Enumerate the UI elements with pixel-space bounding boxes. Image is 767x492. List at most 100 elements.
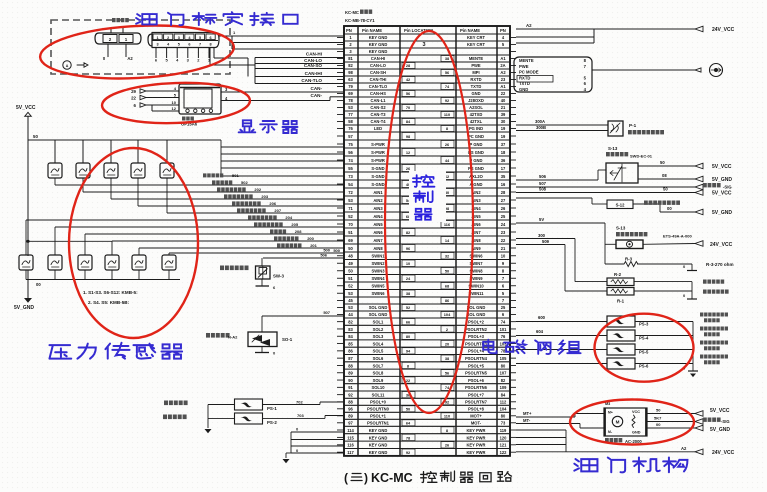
svg-text:PSOL+8: PSOL+8 [468,407,485,412]
svg-text:101: 101 [500,327,508,332]
svg-text:SWIN6: SWIN6 [372,291,386,296]
svg-text:KEY GND: KEY GND [369,42,388,47]
svg-text:AIN9: AIN9 [471,246,481,251]
svg-text:38: 38 [406,291,411,296]
svg-text:PSOLRTN7: PSOLRTN7 [465,400,488,405]
svg-text:19: 19 [501,126,506,131]
svg-text:A2: A2 [526,23,532,28]
svg-text:1: 1 [349,35,352,40]
svg-text:3: 3 [157,43,159,47]
svg-text:S-13: S-13 [608,146,618,151]
svg-text:44: 44 [348,312,353,317]
svg-text:30: 30 [501,119,506,124]
svg-text:00: 00 [667,206,672,211]
svg-text:37: 37 [501,142,506,147]
svg-text:3: 3 [187,58,190,63]
svg-text:MT-: MT- [523,418,531,423]
svg-text:96: 96 [406,246,411,251]
svg-text:VCC: VCC [632,410,640,414]
svg-text:122: 122 [500,450,508,455]
svg-text:22: 22 [406,378,411,383]
svg-text:6: 6 [502,284,505,289]
svg-text:1: 1 [125,37,128,42]
svg-text:KEY GND: KEY GND [369,450,388,455]
svg-text:P GND: P GND [470,158,483,163]
svg-text:KEY CRT: KEY CRT [467,42,485,47]
svg-text:22: 22 [131,95,136,100]
svg-text:50: 50 [660,160,665,165]
svg-text:56: 56 [445,371,450,376]
svg-text:56: 56 [406,91,411,96]
svg-text:2: 2 [197,58,200,63]
svg-text:18: 18 [501,150,506,155]
svg-text:57: 57 [348,134,353,139]
svg-text:PSOLRTN3: PSOLRTN3 [465,341,488,346]
svg-text:2A: 2A [500,63,505,68]
svg-text:PSOL+3: PSOL+3 [468,334,485,339]
svg-text:300: 300 [538,233,546,238]
svg-text:R-3-270 ohm: R-3-270 ohm [706,262,734,267]
svg-text:KEY GND: KEY GND [369,49,388,54]
svg-text:M+: M+ [608,411,613,415]
svg-text:CAN-THI: CAN-THI [370,77,387,82]
svg-text:53: 53 [348,198,353,203]
svg-text:S-PWR: S-PWR [371,158,385,163]
svg-text:SWIN9: SWIN9 [470,276,484,281]
svg-text:AIN3: AIN3 [373,206,383,211]
svg-text:AIN3: AIN3 [471,198,481,203]
svg-text:6: 6 [155,58,158,63]
svg-text:PSOLRTN0: PSOLRTN0 [367,407,390,412]
svg-text:A GND: A GND [469,182,482,187]
svg-text:M3: M3 [605,402,610,406]
svg-text:53: 53 [348,105,353,110]
svg-text:117: 117 [347,450,354,455]
svg-text:SOL GND: SOL GND [467,305,486,310]
svg-text:64: 64 [406,421,411,426]
svg-text:50: 50 [348,246,353,251]
svg-text:PS-2: PS-2 [267,420,277,425]
svg-text:PWE: PWE [519,64,529,69]
svg-text:38: 38 [445,356,450,361]
svg-text:507: 507 [323,310,330,315]
svg-text:4: 4 [167,43,170,47]
svg-text:62: 62 [445,174,450,179]
svg-text:300B: 300B [536,125,546,130]
svg-text:0: 0 [683,293,686,298]
svg-text:00: 00 [656,422,661,427]
svg-text:74: 74 [445,385,450,390]
svg-text:AIN7: AIN7 [471,230,481,235]
svg-text:10: 10 [172,100,177,105]
svg-text:8: 8 [407,363,410,368]
svg-text:203: 203 [261,194,268,199]
svg-text:P-1: P-1 [629,123,637,128]
svg-text:50: 50 [656,408,661,413]
svg-text:2: 2 [109,37,112,42]
svg-text:1: 1 [208,58,211,63]
svg-text:SWIN4: SWIN4 [372,276,386,281]
svg-text:26: 26 [445,142,450,147]
svg-text:300A: 300A [535,119,545,124]
svg-text:SOL2: SOL2 [373,327,384,332]
svg-text:R-2: R-2 [614,272,622,277]
svg-text:5: 5 [178,43,180,47]
svg-text:CAN-: CAN- [311,93,323,98]
svg-text:A: A [66,64,69,68]
svg-text:42: 42 [406,77,411,82]
svg-text:23: 23 [501,230,506,235]
svg-text:200: 200 [307,236,314,241]
svg-text:Pin LOCATION: Pin LOCATION [404,28,433,33]
svg-text:25: 25 [501,305,506,310]
svg-text:2: 2 [167,36,169,40]
svg-text:4: 4 [188,36,191,40]
svg-text:PSOL+5: PSOL+5 [468,363,485,368]
svg-text:PC MODE: PC MODE [519,70,539,75]
svg-text:39: 39 [501,112,506,117]
svg-text:14: 14 [445,238,450,243]
svg-text:78: 78 [348,98,353,103]
svg-text:84: 84 [406,119,411,124]
svg-text:0: 0 [273,351,276,356]
svg-text:S-PWR: S-PWR [371,142,385,147]
svg-text:0: 0 [683,264,686,269]
svg-text:16: 16 [501,182,506,187]
svg-text:5: 5 [502,42,505,47]
